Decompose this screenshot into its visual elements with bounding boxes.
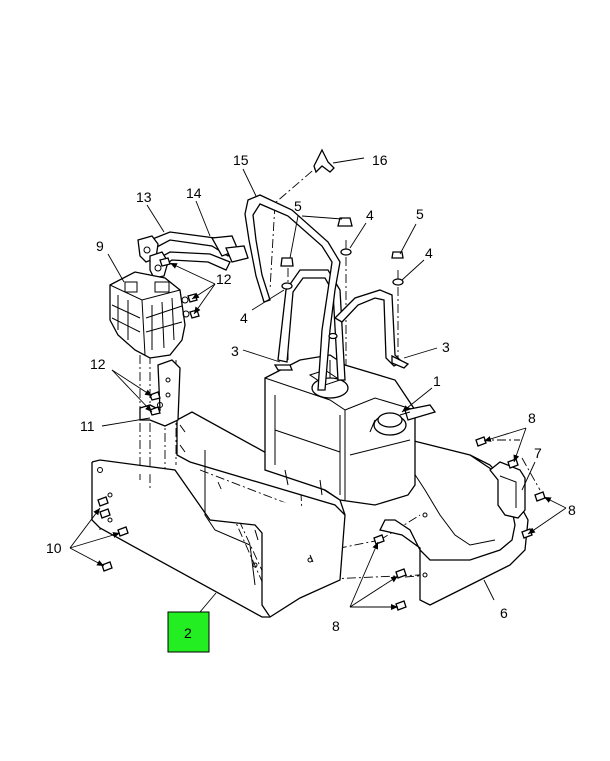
callout-4-center: 4: [366, 207, 374, 223]
callout-8-lower: 8: [332, 618, 340, 634]
fuel-lines: [149, 231, 249, 271]
callout-5-right: 5: [416, 206, 424, 222]
callout-2[interactable]: 2: [184, 625, 192, 641]
callout-3-left: 3: [231, 343, 239, 359]
highlighted-callout-box[interactable]: [167, 611, 210, 653]
callout-4-left: 4: [240, 310, 248, 326]
callout-15: 15: [233, 152, 249, 168]
canister-mount-bracket: [139, 359, 181, 427]
callout-12-upper: 12: [216, 271, 232, 287]
callout-10: 10: [46, 540, 62, 556]
leader-lines: [69, 157, 567, 613]
callout-labels: 1 2 3 3 4 4 4 5 5 6 7 8 8 8 9 10 11 12 1…: [46, 152, 576, 641]
callout-12-lower: 12: [90, 356, 106, 372]
vent-tube: [244, 194, 341, 391]
callout-1: 1: [433, 373, 441, 389]
fuel-tank: [264, 354, 437, 506]
retaining-clip: [489, 461, 526, 519]
callout-4-right: 4: [425, 245, 433, 261]
callout-6: 6: [500, 605, 508, 621]
callout-9: 9: [96, 238, 104, 254]
callout-16: 16: [372, 152, 388, 168]
callout-8-right: 8: [568, 502, 576, 518]
canister-module: [109, 271, 190, 359]
callout-13: 13: [136, 189, 152, 205]
callout-8-upper: 8: [528, 410, 536, 426]
tank-strap-left: [273, 269, 346, 381]
callout-5-left: 5: [294, 198, 302, 214]
quick-connectors: [137, 235, 169, 279]
callout-3-right: 3: [442, 339, 450, 355]
tank-strap-right: [333, 289, 410, 369]
callout-14: 14: [186, 185, 202, 201]
callout-7: 7: [534, 445, 542, 461]
tube-clamp: [313, 148, 335, 174]
callout-11: 11: [80, 418, 95, 434]
